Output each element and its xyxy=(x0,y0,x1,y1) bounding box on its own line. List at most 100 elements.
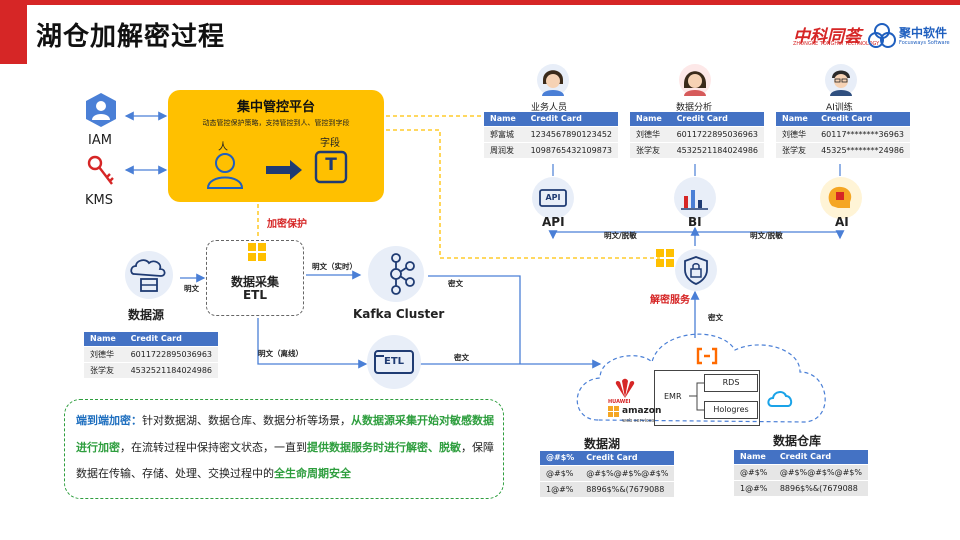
encrypt-protect-label: 加密保护 xyxy=(267,219,307,230)
table-cell: 1@#% xyxy=(540,480,581,497)
user-role-ai: AI训练 xyxy=(826,103,853,113)
bi-label: BI xyxy=(688,215,702,229)
table-cell: 1234567890123452 xyxy=(524,125,618,142)
platform-description: 动态管控保护策略，支持管控到人、管控到字段 xyxy=(202,119,350,127)
etl-collect-label: 数据采集 xyxy=(230,275,279,289)
table-header: Name xyxy=(630,112,671,126)
edge-plain-desens-right: 明文/脱敏 xyxy=(750,231,783,240)
source-table-header-1: Credit Card xyxy=(124,332,218,346)
kafka-label: Kafka Cluster xyxy=(353,307,445,321)
decrypt-windows-icon xyxy=(656,249,674,267)
edge-cipher-kafka: 密文 xyxy=(448,279,463,288)
offline-etl-icon xyxy=(367,335,421,389)
data-source-icon xyxy=(125,251,173,299)
table-header: Credit Card xyxy=(524,112,618,126)
amazon-label: amazon xyxy=(622,406,662,416)
brand-logo-juzhong-sub: Focusways Software xyxy=(899,40,950,46)
emr-label: EMR xyxy=(664,392,682,401)
table-row: 1@#%8896$%&(7679088 xyxy=(540,480,675,497)
api-icon-glyph: API xyxy=(545,193,561,202)
summary-part-2: 从数据源采集开始对敏感数据进行加密 xyxy=(76,414,494,454)
arrow-right-icon xyxy=(266,160,302,180)
edge-cipher-etl: 密文 xyxy=(454,353,469,362)
summary-part-1: 针对数据湖、数据仓库、数据分析等场景， xyxy=(142,414,351,427)
table-cell: 1098765432109873 xyxy=(524,141,618,158)
table-cell: 刘德华 xyxy=(776,125,816,142)
table-cell: 6011722895036963 xyxy=(670,125,764,142)
source-table-header-0: Name xyxy=(84,332,125,346)
table-cell: 郭富城 xyxy=(484,125,525,142)
person-label: 人 xyxy=(218,142,228,153)
data-lake-table: @#$%Credit Card @#$%@#$%@#$%@#$% 1@#%889… xyxy=(540,451,675,497)
hologres-box: Hologres xyxy=(704,401,758,419)
table-header: @#$% xyxy=(540,451,581,465)
decrypt-shield-icon xyxy=(675,249,717,291)
analyst-user-avatar-icon xyxy=(679,64,711,96)
user-role-analyst: 数据分析 xyxy=(676,103,713,113)
table-row: 1@#%8896$%&(7679088 xyxy=(734,479,868,496)
person-icon xyxy=(206,153,244,189)
table-header: Name xyxy=(776,112,816,126)
field-label: 字段 xyxy=(320,138,340,149)
table-cell: 4532521184024986 xyxy=(670,141,764,158)
table-cell: 45325********24986 xyxy=(815,141,910,158)
data-source-label: 数据源 xyxy=(128,308,165,322)
edge-plain-offline: 明文（离线） xyxy=(258,349,303,358)
table-cell: 刘德华 xyxy=(630,125,671,142)
table-cell: 1@#% xyxy=(734,479,774,496)
table-cell: 60117********36963 xyxy=(815,125,910,142)
table-row: @#$%@#$%@#$%@#$% xyxy=(540,464,675,481)
table-cell: @#$%@#$%@#$% xyxy=(580,464,675,481)
source-cell: 4532521184024986 xyxy=(124,361,218,378)
kms-key-icon xyxy=(87,155,114,185)
source-cell: 张学友 xyxy=(84,361,125,378)
platform-title: 集中管控平台 xyxy=(236,100,315,115)
iam-shield-icon xyxy=(86,93,116,127)
ai-brain-icon xyxy=(820,177,862,219)
ai-label: AI xyxy=(835,215,849,229)
source-cell: 6011722895036963 xyxy=(124,345,218,362)
field-t-icon xyxy=(314,150,348,184)
kafka-icon xyxy=(368,246,424,302)
summary-text: 端到端加密：针对数据湖、数据仓库、数据分析等场景，从数据源采集开始对敏感数据进行… xyxy=(76,408,496,488)
jz-logo-icon xyxy=(868,23,896,48)
encrypt-windows-icon xyxy=(248,243,266,261)
table-cell: 8896$%&(7679088 xyxy=(773,479,868,496)
brand-logo-zhongke: 中科同荟 xyxy=(793,27,861,47)
table-row: @#$%@#$%@#$%@#$% xyxy=(734,463,868,480)
table-cell: 张学友 xyxy=(630,141,671,158)
data-lake-label: 数据湖 xyxy=(584,437,621,451)
data-warehouse-label: 数据仓库 xyxy=(773,434,822,448)
api-label: API xyxy=(542,215,565,229)
edge-plain-src: 明文 xyxy=(184,284,199,293)
emr-connector xyxy=(689,382,704,411)
amazon-sub-label: web services xyxy=(622,418,655,424)
etl-label: ETL xyxy=(242,288,268,302)
rds-box: RDS xyxy=(704,374,758,392)
table-header: Credit Card xyxy=(580,451,675,465)
control-platform xyxy=(168,90,384,202)
table-cell: @#$% xyxy=(540,464,581,481)
cloud-service-icon xyxy=(767,391,793,407)
emr-group-box xyxy=(654,370,760,426)
top-accent-line xyxy=(0,0,960,5)
iam-label: IAM xyxy=(88,133,112,148)
table-cell: 8896$%&(7679088 xyxy=(580,480,675,497)
table-header: Name xyxy=(734,450,774,464)
kms-label: KMS xyxy=(85,193,113,208)
business-user-avatar-icon xyxy=(537,64,569,96)
decrypt-service-label: 解密服务 xyxy=(650,295,690,306)
aliyun-icon xyxy=(696,347,718,365)
table-cell: 周润发 xyxy=(484,141,525,158)
page-title: 湖仓加解密过程 xyxy=(36,22,226,52)
